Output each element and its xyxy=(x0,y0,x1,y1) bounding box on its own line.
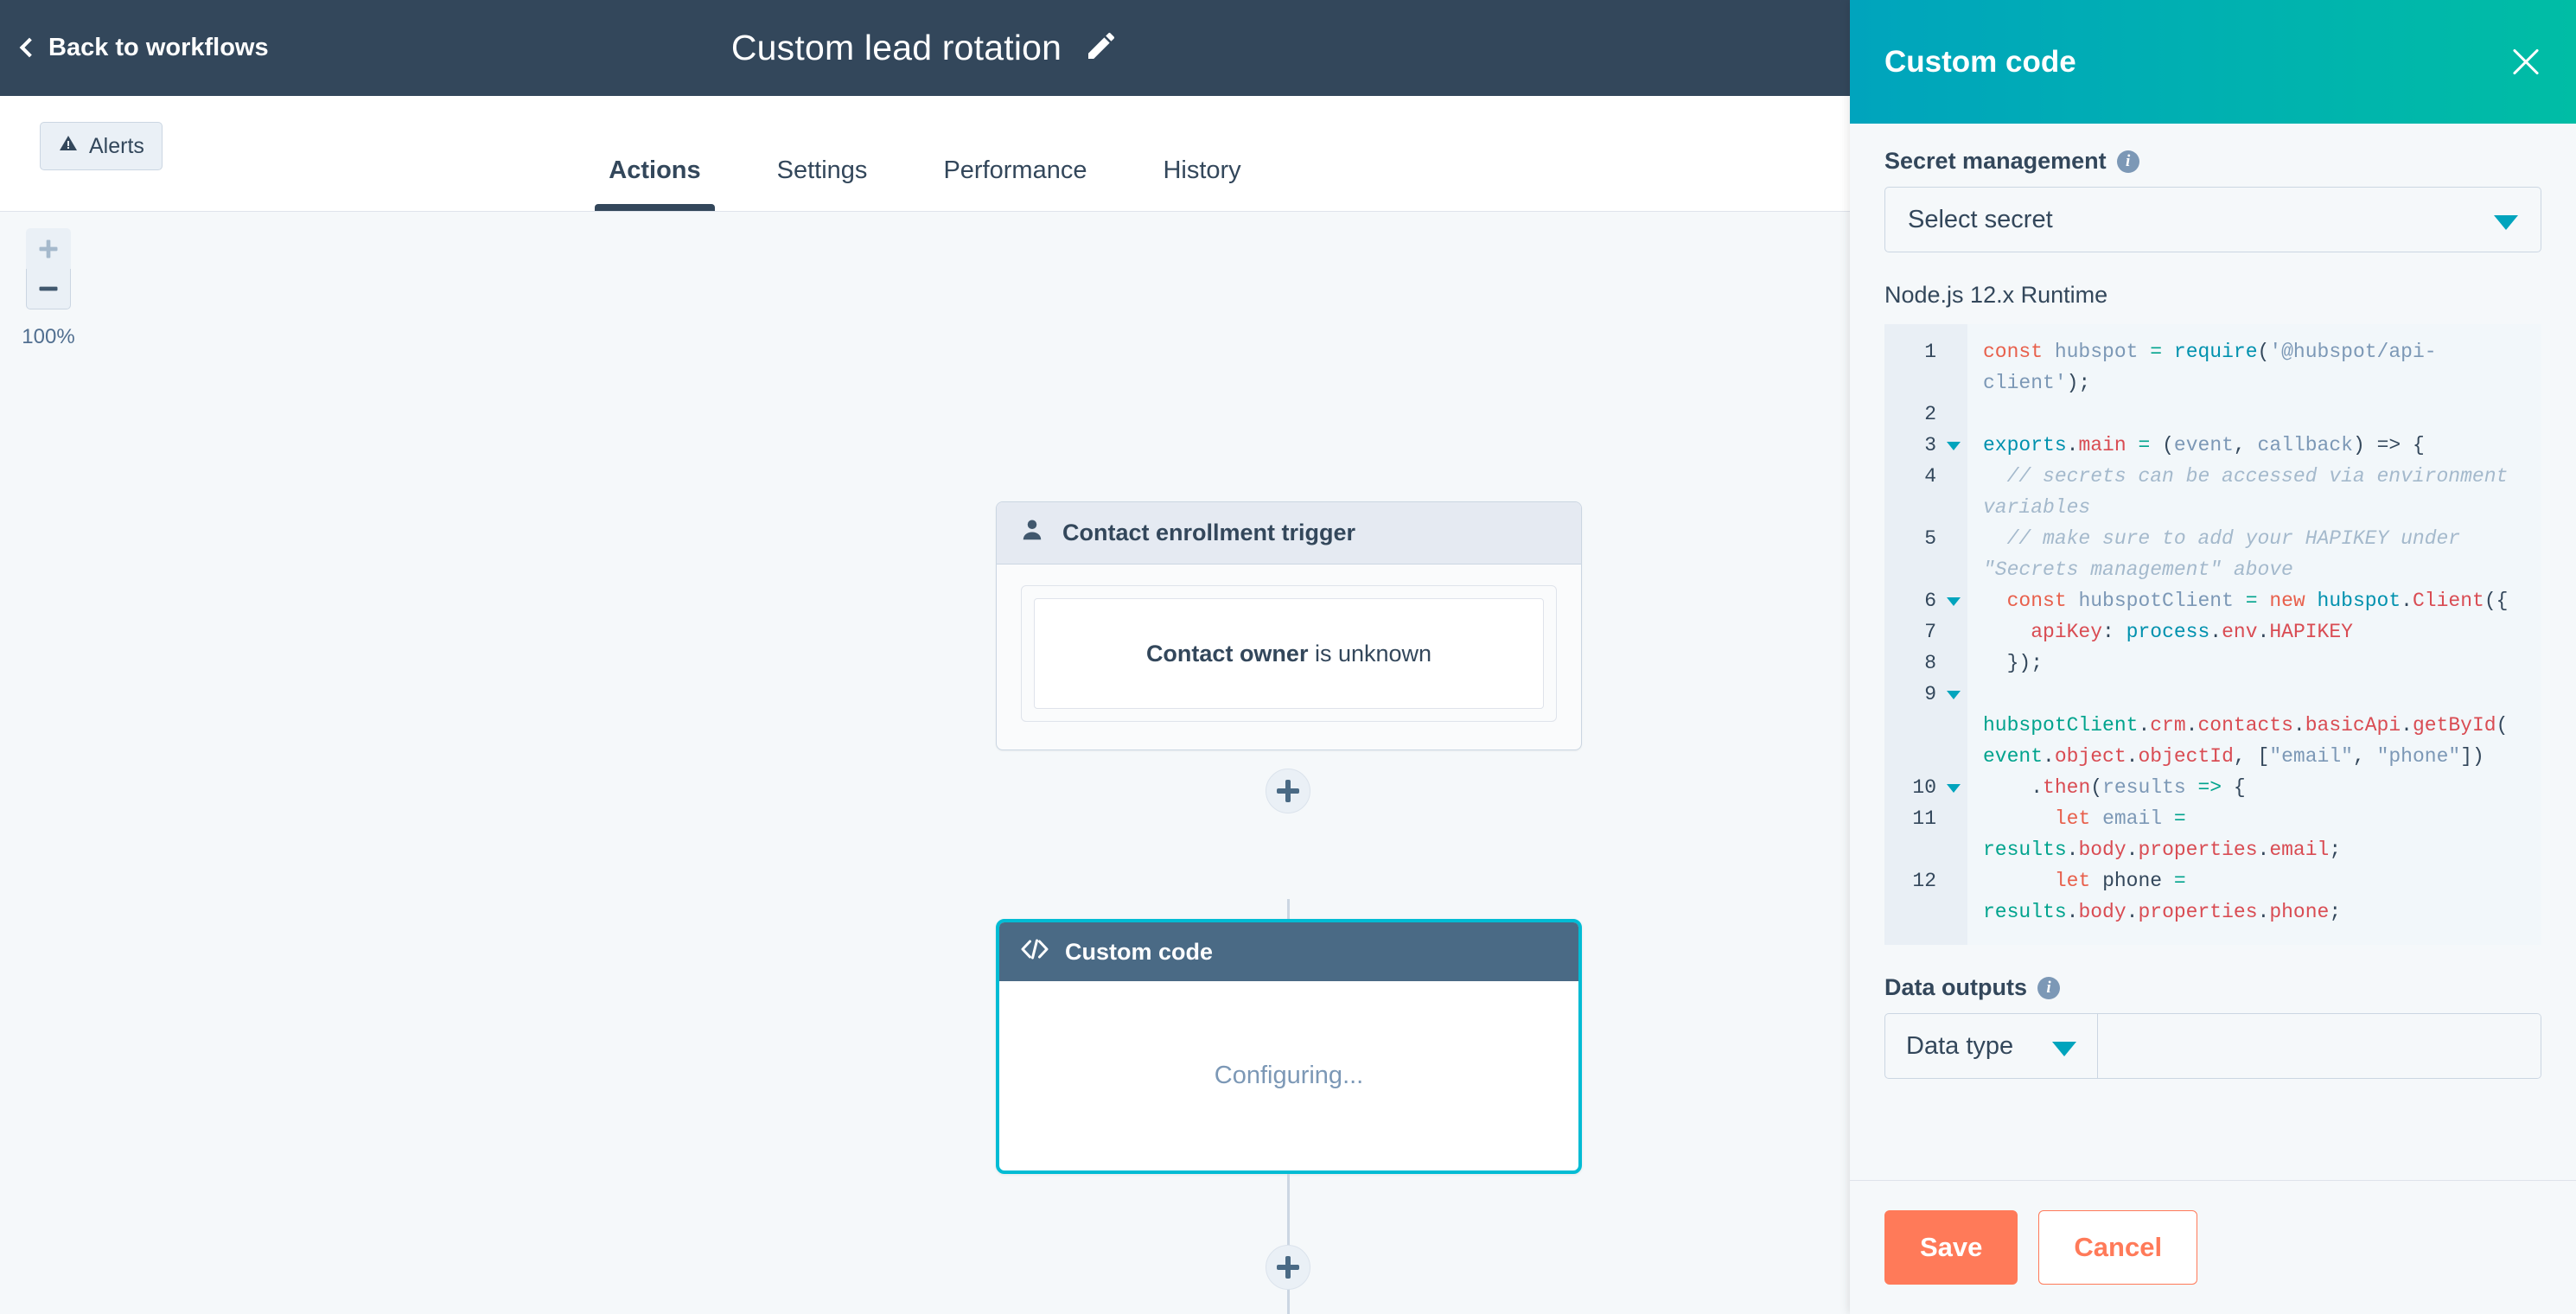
code-content[interactable]: const hubspot = require('@hubspot/api-cl… xyxy=(1983,341,2521,923)
line-number-continuation xyxy=(1884,367,1967,399)
line-number-continuation xyxy=(1884,710,1967,741)
panel-title: Custom code xyxy=(1884,44,2076,79)
workflow-title-group: Custom lead rotation xyxy=(0,0,1850,96)
save-button[interactable]: Save xyxy=(1884,1210,2018,1285)
data-type-dropdown[interactable]: Data type xyxy=(1885,1014,2098,1078)
panel-footer: Save Cancel xyxy=(1850,1180,2576,1314)
code-brackets-icon xyxy=(1020,937,1049,967)
fold-arrow-icon[interactable] xyxy=(1947,784,1961,793)
line-number: 5 xyxy=(1924,527,1936,550)
tab-list: Actions Settings Performance History xyxy=(0,156,1850,211)
data-output-name-input[interactable] xyxy=(2098,1014,2541,1078)
add-step-button-1[interactable] xyxy=(1266,769,1310,813)
workflow-canvas[interactable]: 100% Contact enrollment trigger xyxy=(0,212,1850,1314)
line-number: 7 xyxy=(1924,621,1936,643)
plus-icon xyxy=(39,239,58,258)
code-editor[interactable]: 1 2 3 4 5 6 7 8 9 10 11 xyxy=(1884,324,2541,945)
tab-actions-label: Actions xyxy=(609,156,701,184)
custom-code-node-header: Custom code xyxy=(999,922,1578,981)
pencil-icon[interactable] xyxy=(1084,29,1119,67)
custom-code-node-status: Configuring... xyxy=(1214,1062,1364,1089)
minus-icon xyxy=(39,286,58,291)
select-secret-value: Select secret xyxy=(1908,205,2053,233)
filter-group: Contact owner is unknown xyxy=(1021,585,1557,722)
contact-enrollment-trigger-node[interactable]: Contact enrollment trigger Contact owner… xyxy=(996,501,1582,750)
filter-condition-label: is unknown xyxy=(1314,640,1432,667)
tab-settings[interactable]: Settings xyxy=(739,156,906,211)
data-type-value: Data type xyxy=(1906,1031,2014,1060)
secret-management-label-row: Secret management i xyxy=(1884,148,2541,175)
zoom-level-label: 100% xyxy=(22,325,75,348)
filter-property-label: Contact owner xyxy=(1145,640,1309,667)
workflow-tab-bar: Alerts Actions Settings Performance Hist… xyxy=(0,96,1850,212)
alerts-button[interactable]: Alerts xyxy=(40,122,163,170)
secret-management-label: Secret management xyxy=(1884,148,2107,174)
line-number: 9 xyxy=(1884,679,1967,710)
zoom-out-button[interactable] xyxy=(26,269,71,309)
chevron-down-icon xyxy=(2052,1042,2076,1056)
back-to-workflows-link[interactable]: Back to workflows xyxy=(19,34,269,62)
alerts-label: Alerts xyxy=(89,133,144,158)
top-navigation-bar: Back to workflows Custom lead rotation xyxy=(0,0,1850,96)
plus-icon xyxy=(1277,1256,1299,1279)
custom-code-action-node[interactable]: Custom code Configuring... xyxy=(996,919,1582,1174)
page-title: Custom lead rotation xyxy=(730,28,1062,67)
tab-history[interactable]: History xyxy=(1125,156,1278,211)
runtime-label: Node.js 12.x Runtime xyxy=(1884,282,2108,308)
fold-arrow-icon[interactable] xyxy=(1947,691,1961,699)
line-number-continuation xyxy=(1884,492,1967,523)
line-number: 2 xyxy=(1924,403,1936,425)
line-number-gutter: 1 2 3 4 5 6 7 8 9 10 11 xyxy=(1884,324,1967,945)
panel-header: Custom code xyxy=(1850,0,2576,124)
line-number: 4 xyxy=(1924,465,1936,488)
zoom-in-button[interactable] xyxy=(26,228,71,269)
line-number-continuation xyxy=(1884,896,1967,928)
panel-body: Secret management i Select secret Node.j… xyxy=(1850,124,2576,1180)
line-number-continuation xyxy=(1884,554,1967,585)
connector-line-2 xyxy=(1287,1174,1290,1314)
tab-history-label: History xyxy=(1163,156,1241,184)
tab-settings-label: Settings xyxy=(776,156,868,184)
line-number: 3 xyxy=(1884,430,1967,461)
cancel-button[interactable]: Cancel xyxy=(2038,1210,2198,1285)
line-number: 8 xyxy=(1924,652,1936,674)
fold-arrow-icon[interactable] xyxy=(1947,442,1961,450)
info-icon[interactable]: i xyxy=(2037,976,2060,999)
data-outputs-label: Data outputs xyxy=(1884,974,2027,1000)
workflow-main-region: Back to workflows Custom lead rotation xyxy=(0,0,1850,1314)
trigger-node-body: Contact owner is unknown xyxy=(997,565,1581,749)
tab-actions[interactable]: Actions xyxy=(571,156,738,211)
plus-icon xyxy=(1277,780,1299,802)
tab-performance-label: Performance xyxy=(943,156,1087,184)
line-number: 10 xyxy=(1884,772,1967,803)
line-number: 12 xyxy=(1912,870,1936,892)
line-number: 6 xyxy=(1884,585,1967,616)
line-number-continuation xyxy=(1884,834,1967,865)
contact-person-icon xyxy=(1019,517,1045,549)
data-outputs-row: Data type xyxy=(1884,1013,2541,1079)
data-outputs-label-row: Data outputs i xyxy=(1884,974,2541,1001)
fold-arrow-icon[interactable] xyxy=(1947,597,1961,606)
zoom-controls: 100% xyxy=(22,228,75,349)
chevron-down-icon xyxy=(2494,215,2518,230)
info-icon[interactable]: i xyxy=(2116,150,2139,173)
trigger-node-header: Contact enrollment trigger xyxy=(997,502,1581,565)
line-number-continuation xyxy=(1884,741,1967,772)
select-secret-dropdown[interactable]: Select secret xyxy=(1884,187,2541,252)
tab-performance[interactable]: Performance xyxy=(905,156,1125,211)
custom-code-node-title: Custom code xyxy=(1065,938,1214,965)
cancel-label: Cancel xyxy=(2074,1232,2163,1262)
warning-triangle-icon xyxy=(58,133,79,160)
line-number: 1 xyxy=(1924,341,1936,363)
back-to-workflows-label: Back to workflows xyxy=(48,34,269,61)
save-label: Save xyxy=(1920,1232,1983,1262)
close-icon[interactable] xyxy=(2507,43,2545,81)
filter-criterion[interactable]: Contact owner is unknown xyxy=(1034,598,1544,709)
custom-code-side-panel: Custom code Secret management i Select s… xyxy=(1850,0,2576,1314)
trigger-node-title: Contact enrollment trigger xyxy=(1062,520,1356,545)
chevron-left-icon xyxy=(19,37,40,58)
line-number: 11 xyxy=(1912,807,1936,830)
add-step-button-2[interactable] xyxy=(1266,1245,1310,1290)
